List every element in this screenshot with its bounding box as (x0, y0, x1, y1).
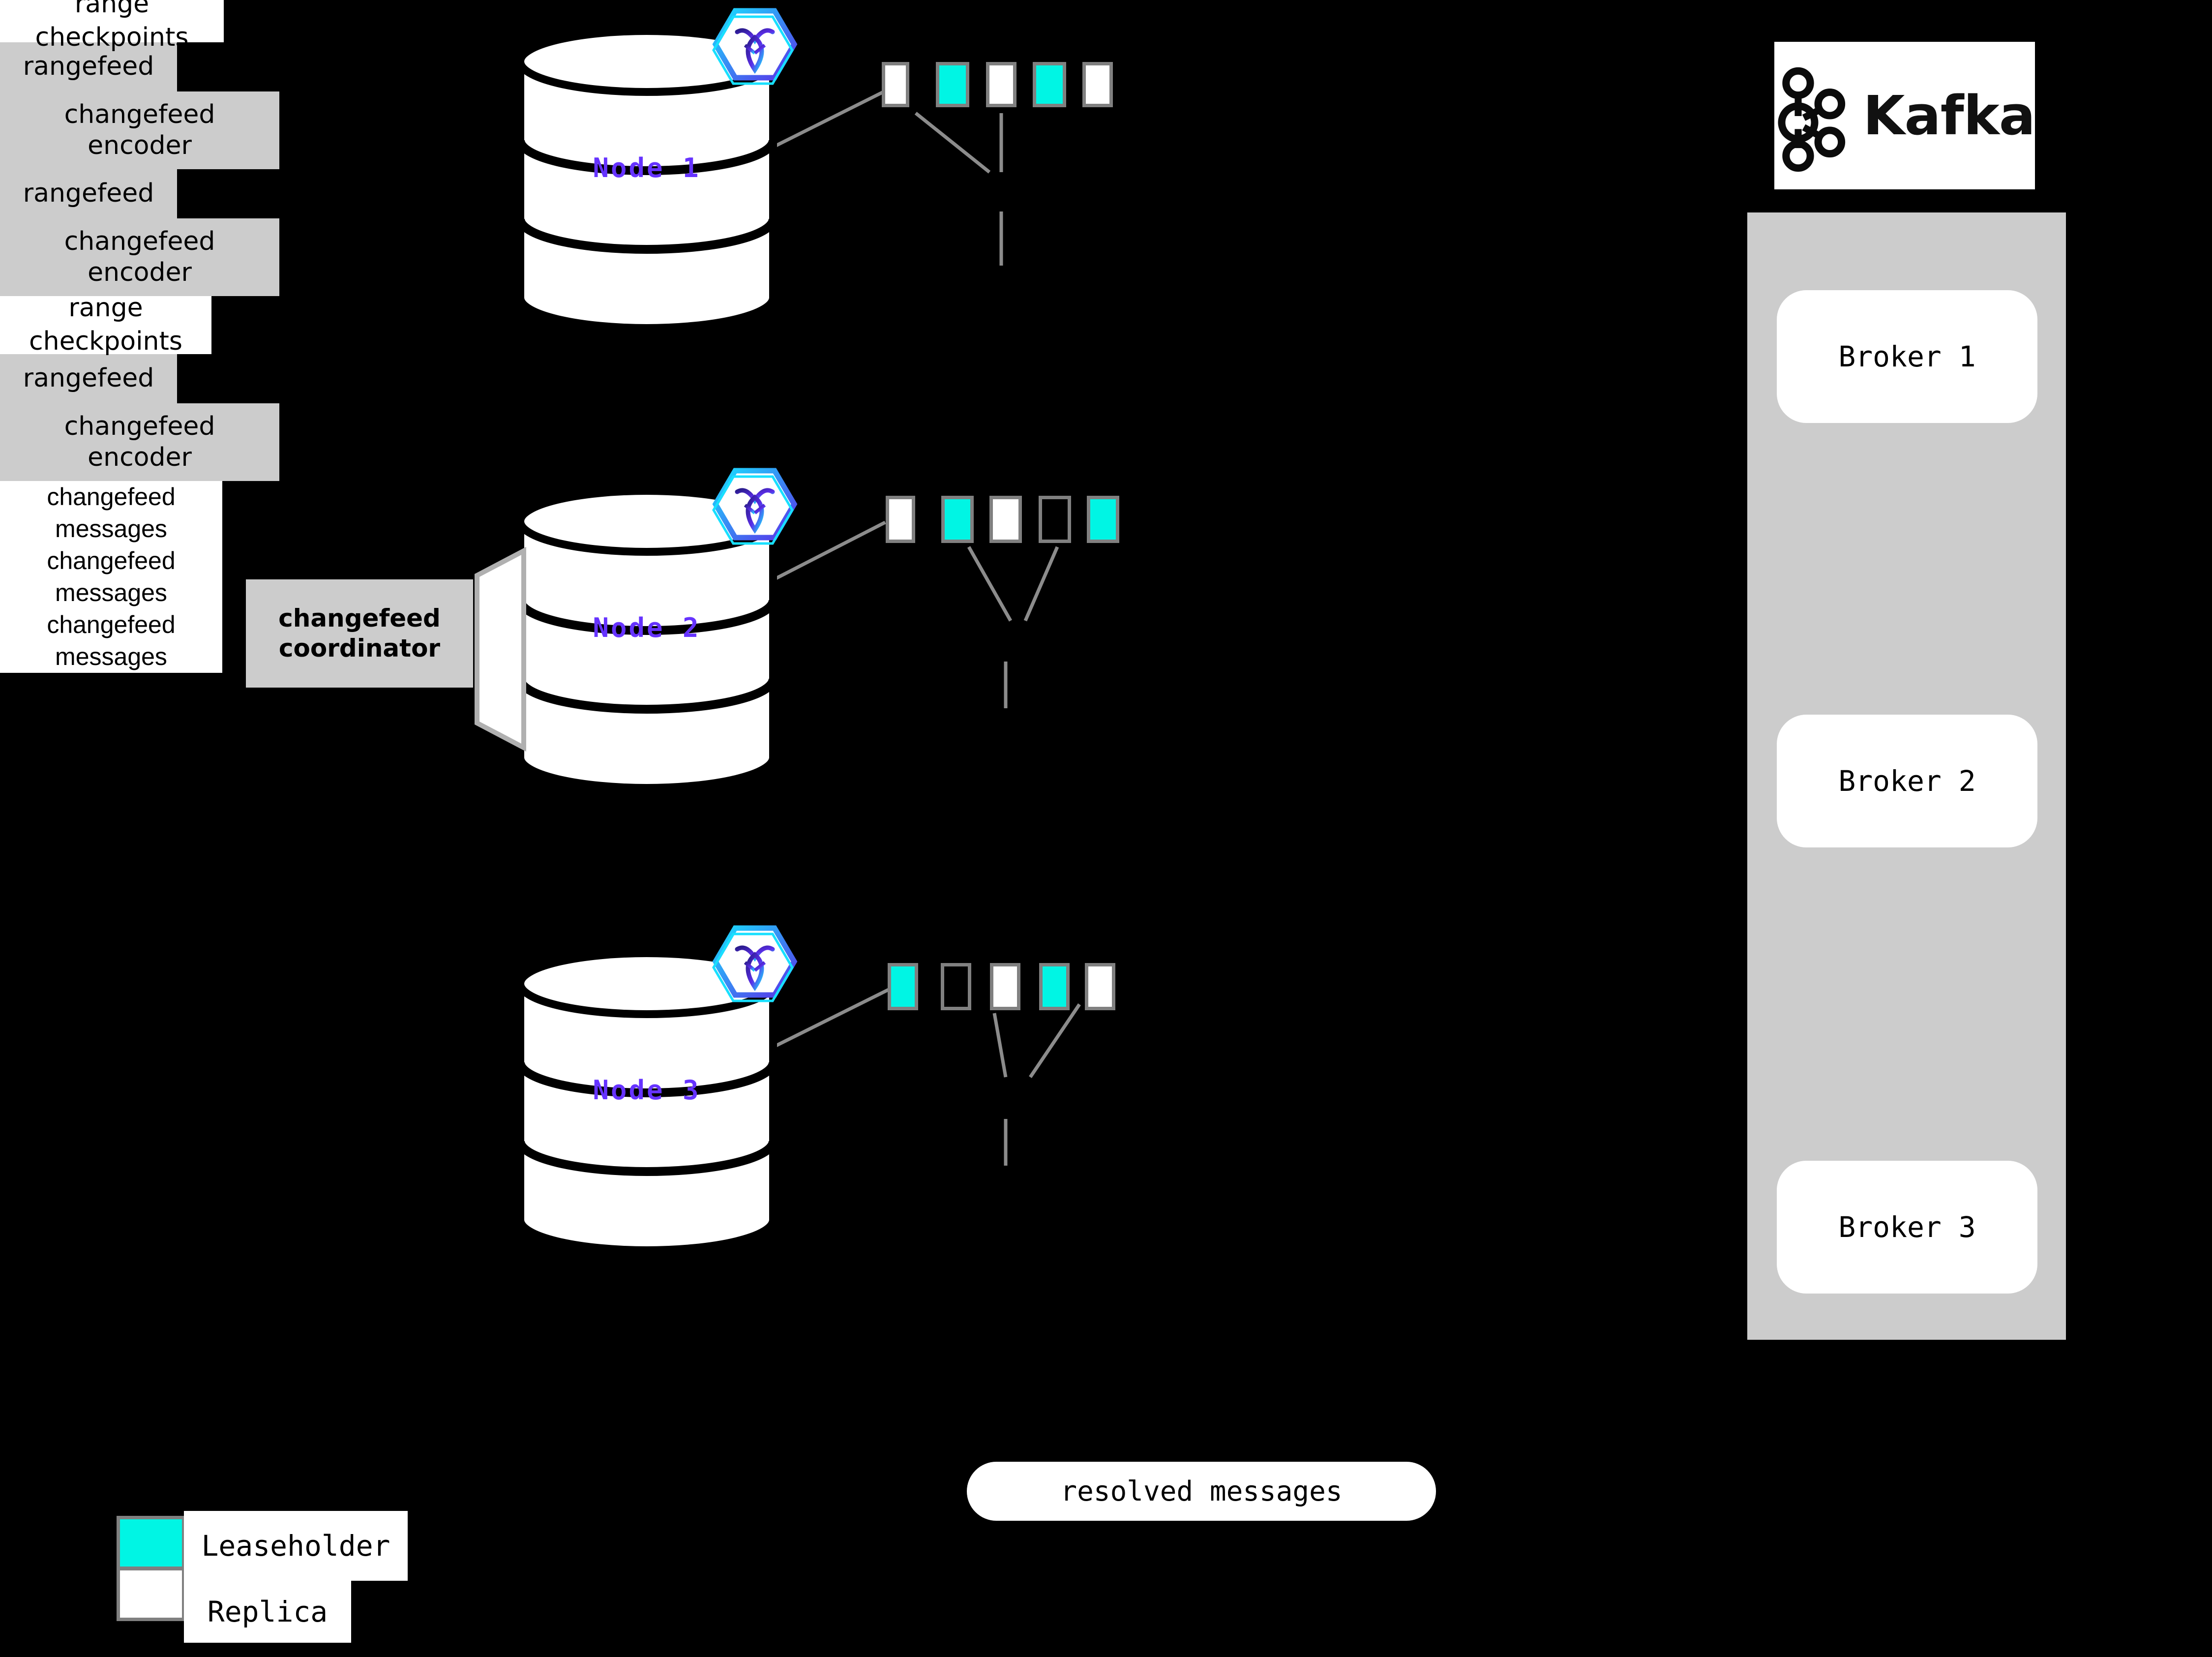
changefeed-coordinator-box[interactable]: changefeed coordinator (246, 579, 473, 688)
changefeed-messages-label-2: changefeed messages (0, 545, 222, 609)
node-2-range-2[interactable] (941, 496, 974, 543)
kafka-logo-box: Kafka (1774, 42, 2035, 189)
node-1-range-5[interactable] (1082, 62, 1113, 107)
node-3-range-checkpoints-label: range checkpoints (0, 293, 211, 356)
node-3-range-4[interactable] (1039, 963, 1070, 1010)
node-3-label: Node 3 (593, 1075, 701, 1106)
cockroachdb-hexagon-icon (711, 5, 799, 96)
legend-swatch-replica (117, 1567, 185, 1621)
coordinator-banner-shape (472, 546, 541, 753)
node-1-cylinder: Node 1 (516, 27, 777, 332)
changefeed-messages-label-1: changefeed messages (0, 481, 222, 545)
node-2-range-5[interactable] (1087, 496, 1119, 543)
cockroachdb-hexagon-icon (711, 465, 799, 556)
node-1-range-2[interactable] (936, 62, 969, 107)
broker-3[interactable]: Broker 3 (1777, 1161, 2037, 1294)
node-3-rangefeed-box[interactable]: rangefeed (0, 354, 177, 403)
node-1-range-3[interactable] (986, 62, 1016, 107)
cylinder-shape (516, 27, 777, 332)
legend-swatch-leaseholder (117, 1516, 185, 1570)
node-2-rangefeed-box[interactable]: rangefeed (0, 169, 177, 218)
cockroachdb-hexagon-icon (711, 922, 799, 1013)
node-1-range-checkpoints-label: range checkpoints (0, 0, 224, 52)
node-3-changefeed-encoder-box[interactable]: changefeed encoder (0, 403, 279, 481)
node-2-changefeed-encoder-box[interactable]: changefeed encoder (0, 218, 279, 296)
node-2-range-3[interactable] (989, 496, 1022, 543)
node-3-cylinder: Node 3 (516, 949, 777, 1254)
node-2-label: Node 2 (593, 612, 701, 643)
changefeed-messages-label-3: changefeed messages (0, 609, 222, 673)
node-1-range-4[interactable] (1033, 62, 1066, 107)
node-1-range-1[interactable] (882, 62, 909, 107)
node-1-rangefeed-box[interactable]: rangefeed (0, 42, 177, 91)
node-1-label: Node 1 (593, 152, 701, 183)
node-3-range-3[interactable] (990, 963, 1020, 1010)
kafka-wordmark: Kafka (1863, 84, 2035, 147)
resolved-messages-pill: resolved messages (967, 1462, 1436, 1521)
node-3-range-2[interactable] (941, 963, 971, 1010)
legend-label-replica: Replica (184, 1581, 351, 1643)
kafka-nodes-icon (1778, 67, 1846, 172)
broker-1[interactable]: Broker 1 (1777, 290, 2037, 423)
node-2-range-1[interactable] (886, 496, 915, 543)
broker-2[interactable]: Broker 2 (1777, 715, 2037, 847)
node-3-range-1[interactable] (888, 963, 918, 1010)
node-1-changefeed-encoder-box[interactable]: changefeed encoder (0, 91, 279, 169)
node-3-range-5[interactable] (1085, 963, 1115, 1010)
node-2-range-4[interactable] (1039, 496, 1071, 543)
legend-label-leaseholder: Leaseholder (184, 1511, 408, 1581)
